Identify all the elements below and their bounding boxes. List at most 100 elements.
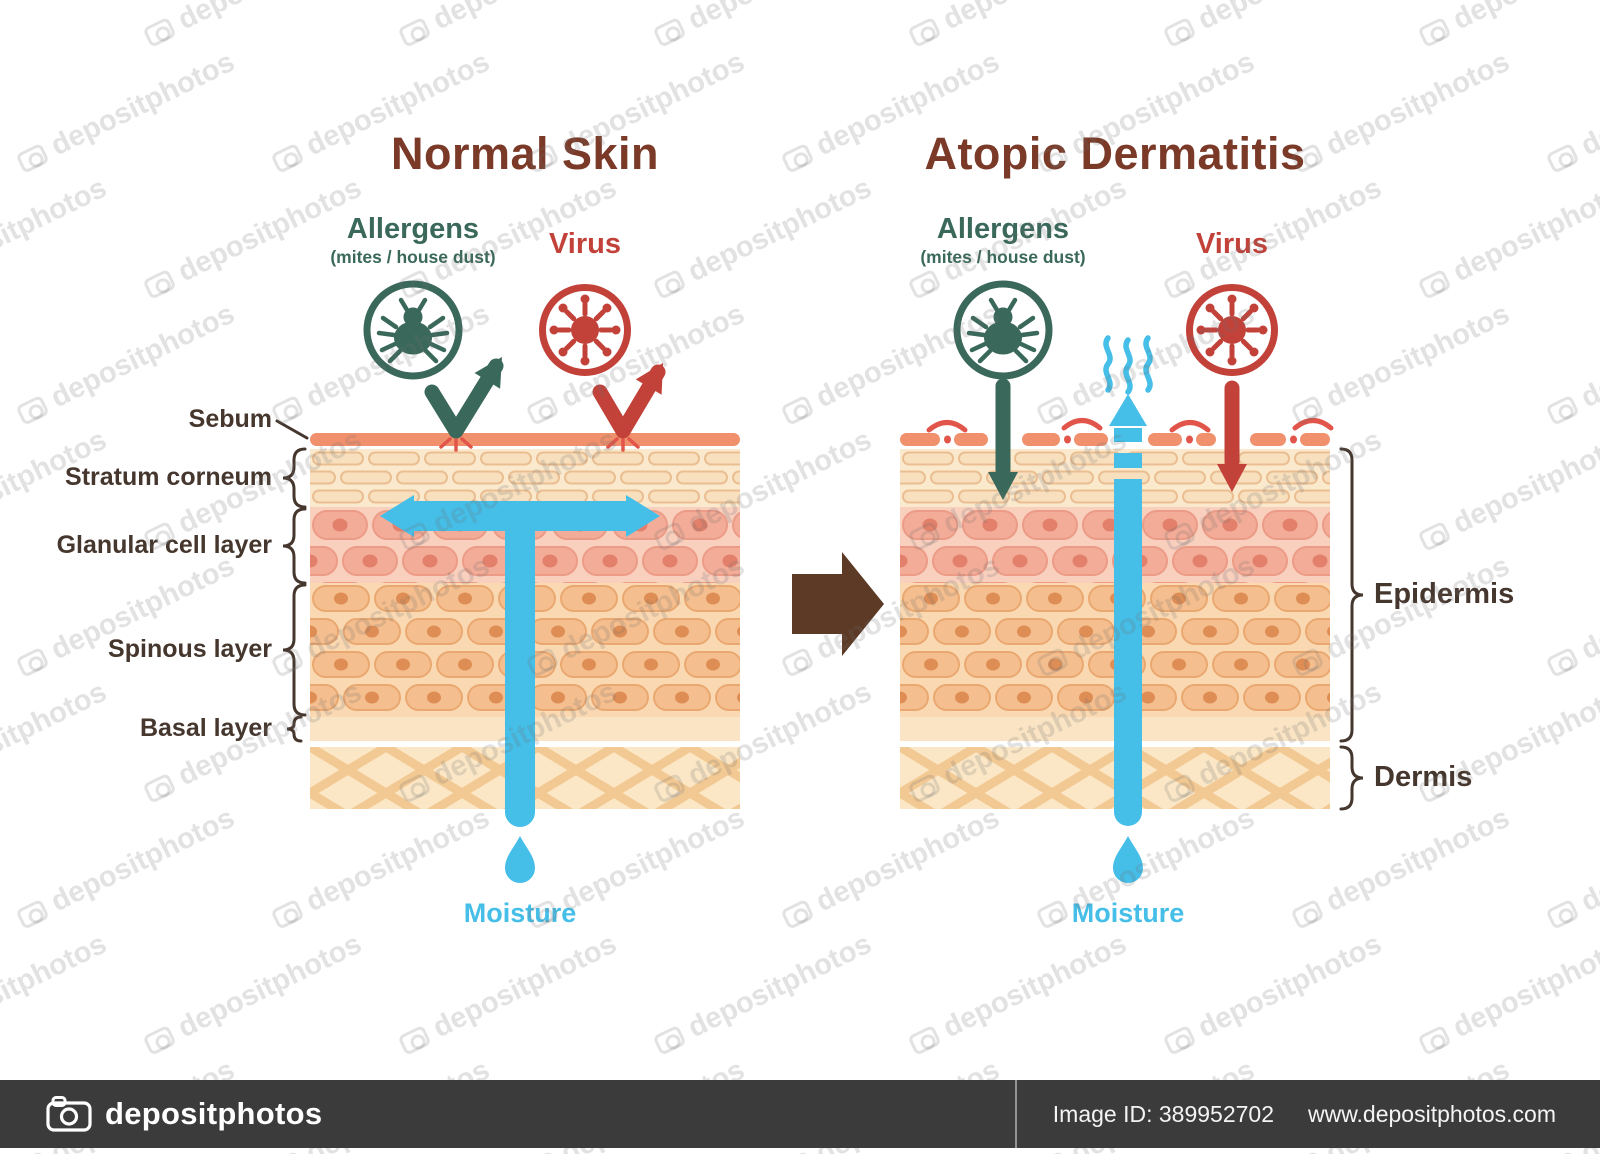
brace-basal [286,715,303,743]
camera-icon [1545,394,1580,426]
watermark-tile: depositphotos [140,928,367,1061]
camera-icon [1417,16,1452,48]
layer-braces-left [275,419,309,743]
moisture-label-right: Moisture [1071,898,1185,928]
camera-icon [780,898,815,930]
camera-icon [270,898,305,930]
layer-label-stratum-corneum: Stratum corneum [65,463,272,491]
camera-icon [1417,520,1452,552]
footer-meta: Image ID: 389952702 www.depositphotos.co… [1017,1101,1600,1128]
watermark-tile: depositphotos [140,0,367,53]
watermark-tile: depositphotos [650,172,877,305]
camera-icon [270,394,305,426]
camera-icon [780,646,815,678]
layer-label-sebum: Sebum [188,405,272,433]
camera-icon [1417,268,1452,300]
broken-sebum-layer [900,433,1330,446]
basal-layer [900,717,1330,741]
layer-label-spinous: Spinous layer [108,635,272,663]
camera-icon [1545,646,1580,678]
watermark-tile: depositphotos [1415,424,1600,557]
basal-layer [310,717,740,741]
camera-icon [525,394,560,426]
watermark-tile: depositphotos [650,0,877,53]
camera-icon [397,1024,432,1056]
allergens-sublabel-right: (mites / house dust) [920,247,1086,267]
watermark-tile: depositphotos [778,802,1005,935]
moisture-label-left: Moisture [463,898,577,928]
allergens-label-left: Allergens [346,213,480,245]
sebum-pointer-line [275,419,309,440]
inflammation-dashes [944,435,1297,444]
watermark-tile: depositphotos [1415,928,1600,1061]
watermark-tile: depositphotos [905,928,1132,1061]
watermark-tile: depositphotos [0,0,112,53]
camera-icon [1545,898,1580,930]
region-braces-right [1339,447,1364,811]
watermark-tile: depositphotos [1543,802,1600,935]
camera-icon [15,142,50,174]
brace-dermis [1339,745,1364,811]
dermis-layer [310,747,740,809]
camera-icon [142,16,177,48]
footer-logo: depositphotos [0,1096,322,1132]
watermark-tile: depositphotos [905,0,1132,53]
watermark-tile: depositphotos [1415,172,1600,305]
watermark-tile: depositphotos [395,0,622,53]
footer-website: www.depositphotos.com [1307,1100,1556,1127]
granular-cell-layer [900,507,1330,583]
watermark-tile: depositphotos [395,928,622,1061]
camera-icon [270,142,305,174]
virus-label-left: Virus [548,228,621,260]
right-panel-title: Atopic Dermatitis [924,128,1306,179]
camera-icon [142,1024,177,1056]
watermark-tile: depositphotos [13,46,240,179]
stratum-corneum-layer [310,449,740,507]
brace-spinous [282,583,307,717]
camera-logo-icon [46,1096,92,1132]
watermark-tile: depositphotos [13,802,240,935]
region-label-epidermis: Epidermis [1374,578,1515,610]
layer-label-granular: Glanular cell layer [56,531,272,559]
watermark-tile: depositphotos [650,928,877,1061]
brace-epidermis [1339,447,1364,743]
footer-logo-text: depositphotos [105,1096,323,1131]
camera-icon [652,1024,687,1056]
mite-icon-right [948,275,1058,385]
camera-icon [270,646,305,678]
virus-icon-left [535,280,635,380]
vapor-waves [1103,335,1153,395]
moisture-drop-left [505,836,535,883]
camera-icon [907,16,942,48]
moisture-drop-right [1113,836,1143,883]
camera-icon [1545,142,1580,174]
watermark-tile: depositphotos [0,927,112,1045]
mite-icon-left [358,275,468,385]
dermis-layer [900,747,1330,809]
watermark-tile: depositphotos [1543,298,1600,431]
footer-bar: depositphotos Image ID: 389952702 www.de… [0,1080,1600,1148]
inflammation-arcs [926,418,1334,433]
camera-icon [15,394,50,426]
virus-icon-right [1182,280,1282,380]
camera-icon [652,16,687,48]
watermark-tile: depositphotos [1160,0,1387,53]
transform-arrow [792,552,884,656]
footer-divider [1014,1080,1017,1148]
virus-label-right: Virus [1195,228,1268,260]
camera-icon [780,142,815,174]
skin-cross-section-atopic [900,433,1330,809]
brace-stratum-corneum [282,447,307,509]
watermark-tile: depositphotos [0,171,112,289]
spinous-layer [310,583,740,717]
watermark-tile: depositphotos [1543,46,1600,179]
allergens-sublabel-left: (mites / house dust) [330,247,496,267]
camera-icon [1162,1024,1197,1056]
camera-icon [142,772,177,804]
footer-right-section: Image ID: 389952702 www.depositphotos.co… [1014,1080,1600,1148]
watermark-tile: depositphotos [0,675,112,793]
region-label-dermis: Dermis [1374,761,1473,793]
camera-icon [1417,1024,1452,1056]
